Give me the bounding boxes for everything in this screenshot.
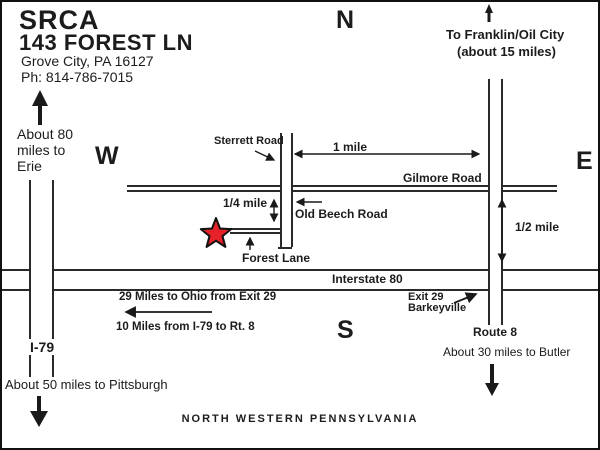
region-footer-label: NORTH WESTERN PENNSYLVANIA — [181, 413, 419, 425]
compass-south: S — [337, 316, 354, 344]
interstate80-label: Interstate 80 — [332, 272, 403, 286]
i79-to-rt8-distance-label: 10 Miles from I-79 to Rt. 8 — [116, 321, 255, 333]
forest-lane-line — [230, 228, 282, 234]
one-mile-label: 1 mile — [333, 140, 368, 154]
exit29-line2: Barkeyville — [408, 302, 467, 314]
street-address: 143 FOREST LN — [19, 30, 193, 55]
phone-number: Ph: 814-786-7015 — [21, 69, 134, 85]
location-star-icon — [199, 217, 233, 248]
i79-label: I-79 — [28, 339, 57, 355]
franklin-label-line2: (about 15 miles) — [457, 44, 556, 59]
franklin-label-line1: To Franklin/Oil City — [446, 27, 565, 42]
route8-label: Route 8 — [473, 325, 518, 339]
franklin-up-arrow-icon — [485, 4, 493, 22]
exit29-label: Exit 29 Barkeyville — [408, 292, 466, 314]
city-state-zip: Grove City, PA 16127 — [21, 53, 154, 69]
ohio-distance-label: 29 Miles to Ohio from Exit 29 — [119, 291, 277, 303]
old-beech-road-label: Old Beech Road — [295, 207, 388, 221]
sterrett-road-arrow-icon — [254, 150, 276, 161]
route8-road-line — [488, 79, 503, 325]
compass-east: E — [576, 147, 593, 175]
pittsburgh-distance-label: About 50 miles to Pittsburgh — [5, 377, 168, 392]
gilmore-road-line — [127, 185, 557, 192]
exit29-line1: Exit 29 — [408, 291, 444, 303]
compass-west: W — [95, 142, 119, 170]
butler-down-arrow-icon — [485, 364, 499, 396]
org-name: SRCA — [19, 5, 100, 35]
erie-line3: Erie — [17, 158, 42, 174]
sterrett-oldbeech-road-line — [280, 133, 293, 247]
forest-lane-label: Forest Lane — [242, 251, 311, 265]
sterrett-road-label: Sterrett Road — [214, 135, 284, 147]
oldbeech-road-end-cap — [278, 247, 292, 249]
erie-distance-label: About 80 miles to Erie — [17, 126, 87, 174]
gilmore-road-label: Gilmore Road — [403, 171, 482, 185]
erie-up-arrow-icon — [32, 90, 48, 125]
interstate80-bottom-line — [2, 289, 598, 291]
pittsburgh-down-arrow-icon — [30, 396, 48, 427]
half-mile-label: 1/2 mile — [515, 220, 560, 234]
erie-line2: miles to — [17, 142, 66, 158]
compass-north: N — [336, 6, 355, 34]
interstate80-top-line — [2, 269, 598, 271]
quarter-mile-label: 1/4 mile — [223, 196, 268, 210]
butler-distance-label: About 30 miles to Butler — [443, 345, 571, 359]
erie-line1: About 80 — [17, 126, 74, 142]
